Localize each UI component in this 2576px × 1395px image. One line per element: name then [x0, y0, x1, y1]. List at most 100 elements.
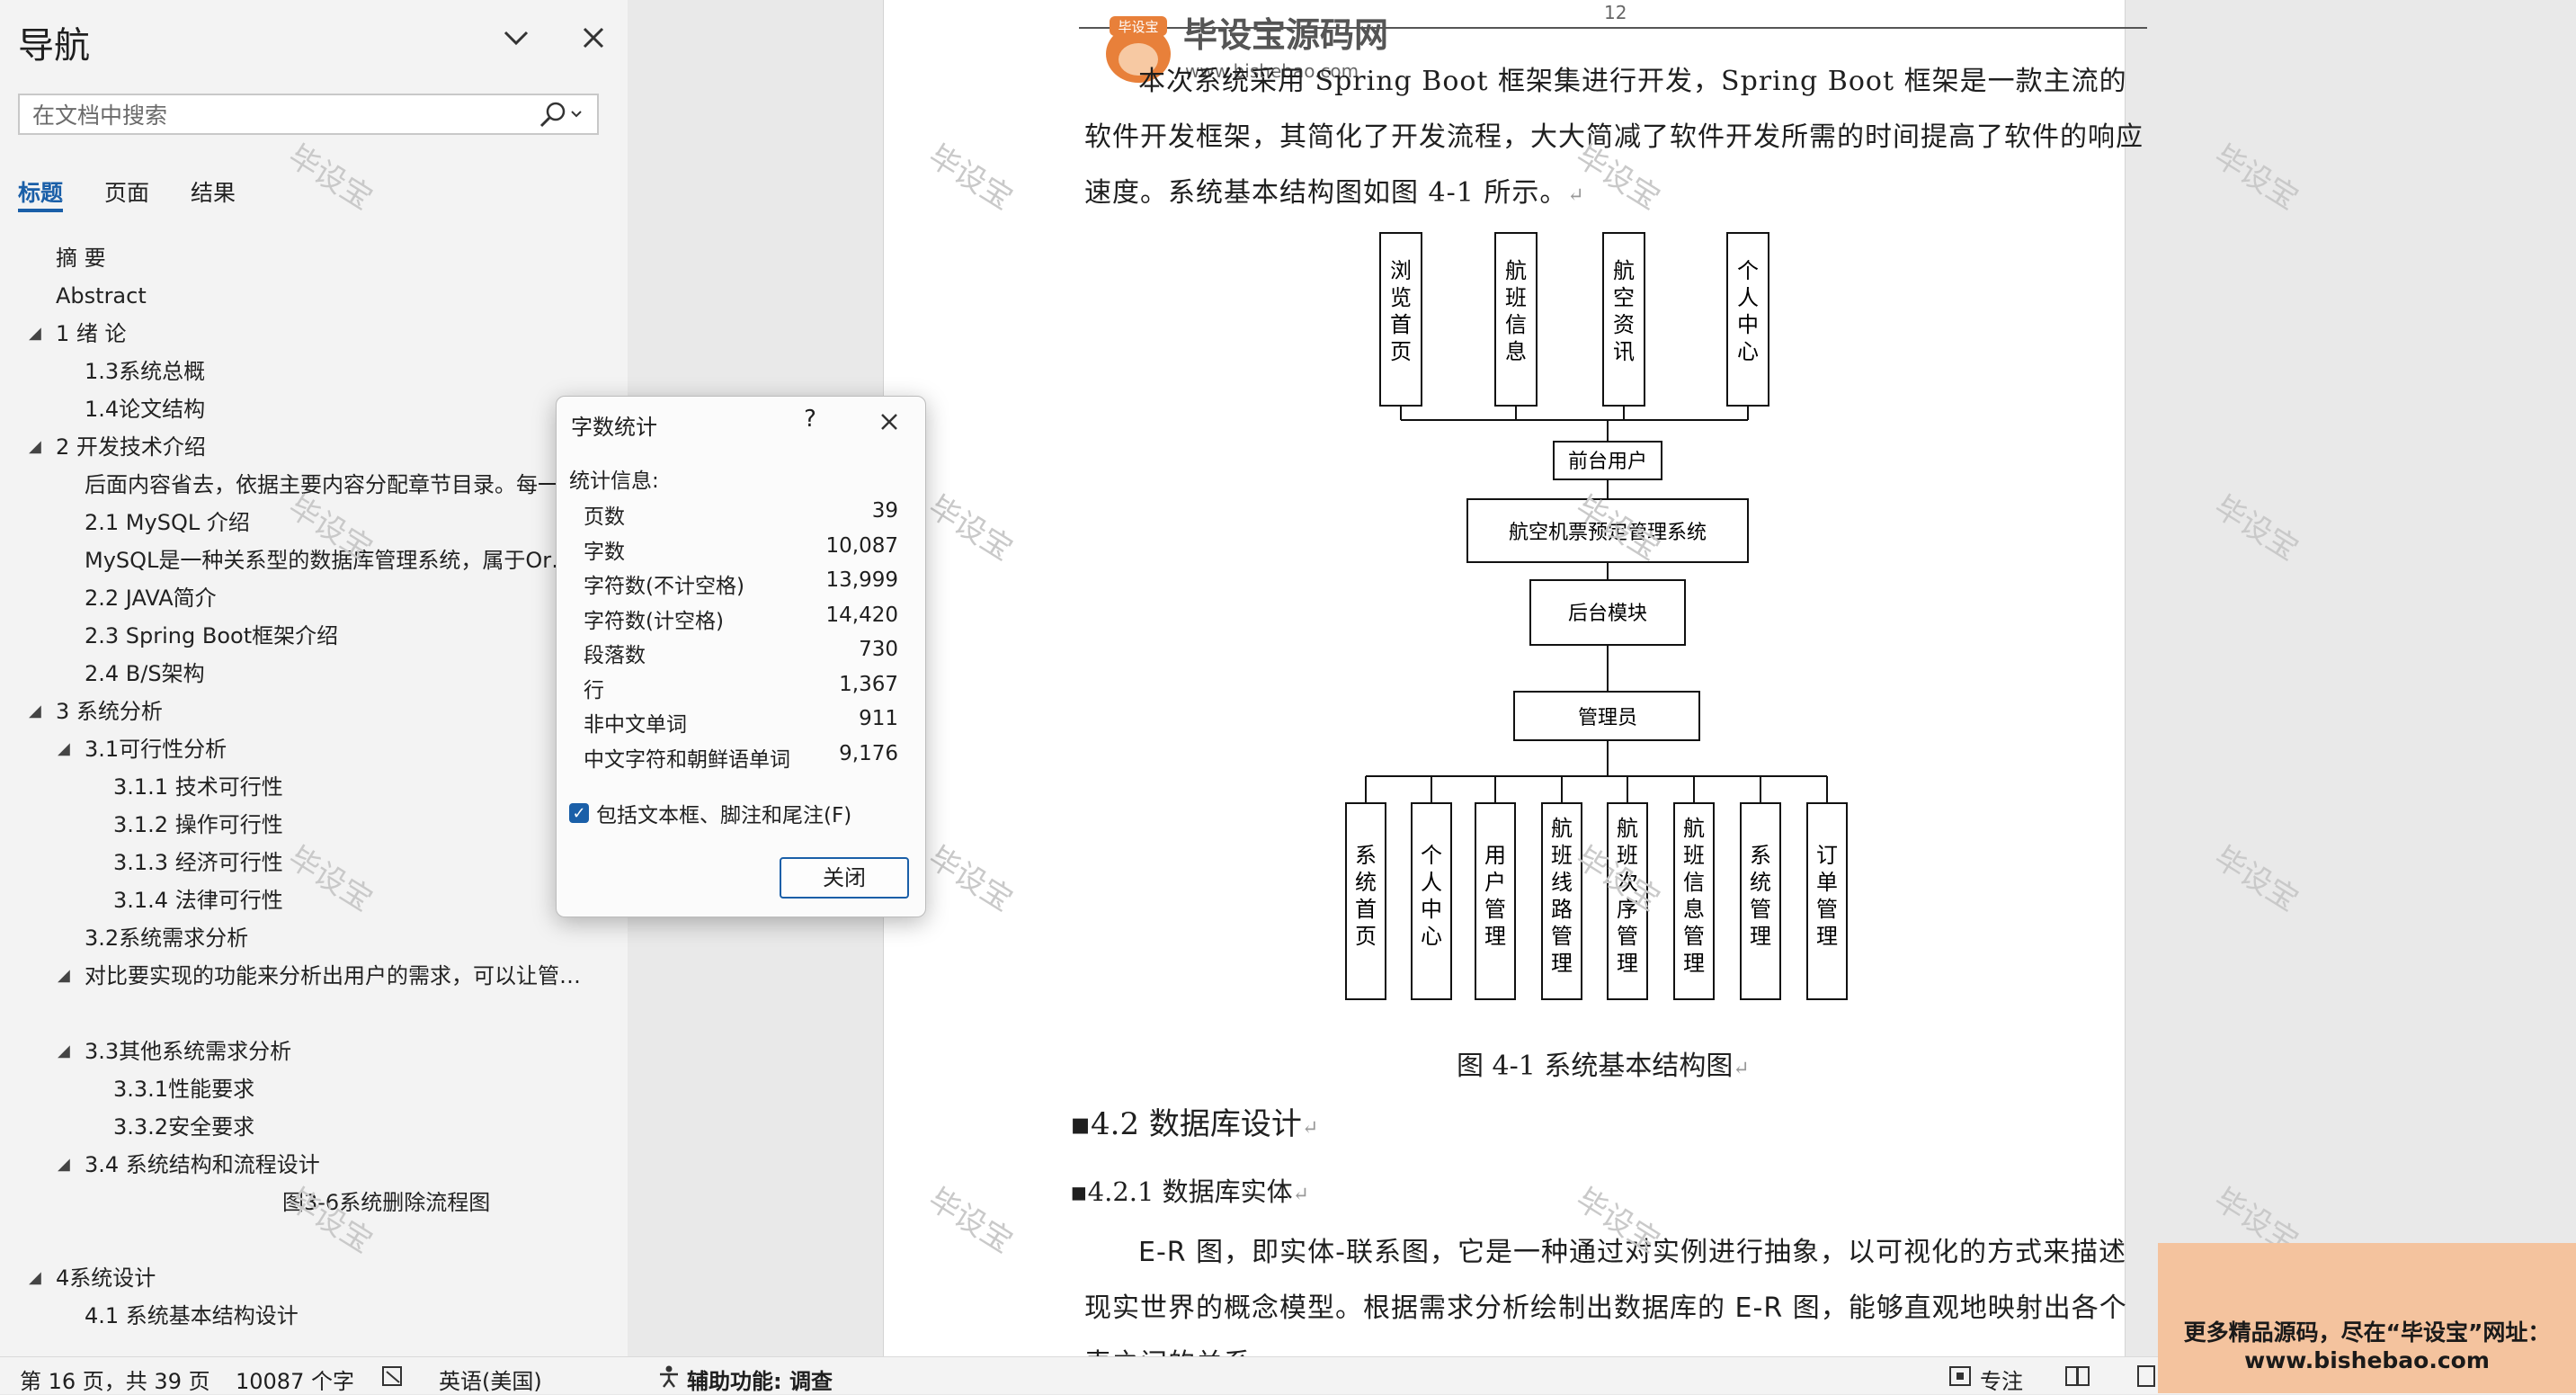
nav-heading-item[interactable]: 3.1.2 操作可行性 [0, 806, 584, 844]
nav-heading-item[interactable]: 摘 要 [0, 239, 584, 277]
nav-heading-item[interactable]: 4.1 系统基本结构设计 [0, 1297, 584, 1335]
expand-toggle-icon[interactable]: ◢ [58, 739, 70, 758]
expand-toggle-icon[interactable]: ◢ [29, 324, 41, 343]
status-accessibility[interactable]: 辅助功能: 调查 [687, 1369, 833, 1394]
stats-key: 中文字符和朝鲜语单词 [584, 747, 790, 772]
nav-heading-item[interactable]: 3.1.3 经济可行性 [0, 844, 584, 881]
status-language[interactable]: 英语(美国) [439, 1369, 542, 1394]
diagram-top-box [1602, 232, 1645, 407]
page-number: 12 [1604, 2, 1627, 23]
nav-heading-item[interactable]: ◢3.1可行性分析 [0, 730, 584, 768]
nav-heading-label: 后面内容省去，依据主要内容分配章节目录。每一 [85, 472, 559, 497]
status-bar: 第 16 页，共 39 页 10087 个字 英语(美国) 辅助功能: 调查 专… [0, 1356, 2576, 1394]
stats-value: 39 [871, 499, 898, 523]
search-icon[interactable] [534, 99, 584, 130]
tab-pages[interactable]: 页面 [104, 180, 150, 206]
heading-4-2-1: ▪4.2.1 数据库实体↵ [1070, 1176, 1310, 1207]
nav-heading-label: 3.1.2 操作可行性 [113, 812, 283, 837]
accessibility-icon[interactable] [656, 1364, 682, 1388]
expand-toggle-icon[interactable]: ◢ [29, 437, 41, 456]
nav-heading-item[interactable]: 2.4 B/S架构 [0, 655, 584, 693]
close-icon[interactable] [871, 406, 907, 438]
expand-toggle-icon[interactable]: ◢ [58, 1042, 70, 1060]
nav-heading-label: 图3-6系统删除流程图 [282, 1190, 491, 1215]
nav-heading-item[interactable]: Abstract [0, 277, 584, 315]
logo-url: www.bishebao.com [1185, 60, 1359, 82]
nav-heading-item[interactable]: 3.3.1性能要求 [0, 1070, 584, 1108]
status-focus[interactable]: 专注 [1980, 1369, 2023, 1394]
expand-toggle-icon[interactable]: ◢ [29, 702, 41, 720]
tab-headings[interactable]: 标题 [18, 180, 64, 206]
stats-key: 字符数(计空格) [584, 609, 724, 633]
document-body[interactable]: 本次系统采用 Spring Boot 框架集进行开发，Spring Boot 框… [1084, 54, 2145, 224]
status-page[interactable]: 第 16 页，共 39 页 [20, 1369, 210, 1394]
promo-line-1: 更多精品源码，尽在“毕设宝”网址： [2183, 1319, 2551, 1346]
diagram-top-box-label: 航班信息 [1505, 258, 1527, 364]
nav-heading-item[interactable]: 1.4论文结构 [0, 390, 584, 428]
nav-heading-item[interactable]: ◢1 绪 论 [0, 315, 584, 353]
document-page[interactable] [883, 0, 2126, 1356]
nav-heading-label: 2 开发技术介绍 [56, 434, 206, 460]
help-icon[interactable]: ? [804, 406, 816, 433]
nav-heading-item[interactable]: ◢3.4 系统结构和流程设计 [0, 1146, 584, 1184]
diagram-bottom-box-label: 航班线路管理 [1551, 816, 1573, 976]
stats-key: 页数 [584, 505, 625, 529]
focus-icon[interactable] [1948, 1364, 1974, 1388]
nav-heading-item[interactable]: 3.3.2安全要求 [0, 1108, 584, 1146]
nav-heading-item[interactable]: 图3-6系统删除流程图 [0, 1184, 584, 1221]
stats-row: 字符数(不计空格)13,999 [584, 568, 898, 603]
figure-caption: 图 4-1 系统基本结构图↵ [1457, 1051, 1750, 1082]
tab-active-indicator [18, 209, 63, 212]
nav-heading-item[interactable]: 1.3系统总概 [0, 353, 584, 390]
print-layout-icon[interactable] [2136, 1364, 2156, 1388]
nav-heading-item[interactable]: ◢ 4系统设计 [0, 1259, 584, 1297]
diagram-bottom-box [1541, 802, 1582, 1000]
nav-heading-label: 3.1.4 法律可行性 [113, 888, 283, 913]
stats-key: 非中文单词 [584, 713, 687, 737]
nav-heading-item[interactable]: ◢ 2 开发技术介绍 [0, 428, 584, 466]
status-words[interactable]: 10087 个字 [236, 1369, 354, 1394]
chevron-down-icon[interactable] [500, 22, 532, 54]
close-icon[interactable] [577, 22, 610, 54]
nav-heading-label: 摘 要 [56, 246, 106, 271]
include-textboxes-checkbox[interactable]: ✓ 包括文本框、脚注和尾注(F) [569, 798, 851, 828]
nav-heading-item[interactable]: 2.1 MySQL 介绍 [0, 504, 584, 541]
diagram-bottom-box [1345, 802, 1386, 1000]
nav-heading-label: MySQL是一种关系型的数据库管理系统，属于Or… [85, 548, 574, 573]
nav-heading-item[interactable]: 3.1.1 技术可行性 [0, 768, 584, 806]
tab-results[interactable]: 结果 [191, 180, 236, 206]
nav-heading-label: 3.3.1性能要求 [113, 1077, 255, 1102]
nav-heading-item[interactable]: 2.3 Spring Boot框架介绍 [0, 617, 584, 655]
nav-heading-label: 1.3系统总概 [85, 359, 206, 384]
dialog-titlebar[interactable]: 字数统计 ? [557, 397, 925, 447]
nav-heading-label: 2.3 Spring Boot框架介绍 [85, 623, 339, 648]
nav-heading-item[interactable]: ◢3.3其他系统需求分析 [0, 1033, 584, 1070]
diagram-bottom-box [1607, 802, 1648, 1000]
nav-heading-item[interactable]: 3.1.4 法律可行性 [0, 881, 584, 919]
expand-toggle-icon[interactable]: ◢ [58, 966, 70, 985]
read-mode-icon[interactable] [2064, 1364, 2091, 1388]
nav-heading-item[interactable]: ◢对比要实现的功能来分析出用户的需求，可以让管… [0, 957, 584, 995]
proofing-icon[interactable] [381, 1364, 406, 1388]
close-button[interactable]: 关闭 [780, 857, 909, 899]
intro-paragraph: 本次系统采用 Spring Boot 框架集进行开发，Spring Boot 框… [1084, 66, 2144, 209]
diagram-bottom-box-label: 用户管理 [1484, 843, 1506, 949]
nav-heading-item[interactable]: MySQL是一种关系型的数据库管理系统，属于Or… [0, 541, 584, 579]
nav-heading-label: 2.1 MySQL 介绍 [85, 510, 250, 535]
search-input[interactable]: 在文档中搜索 [18, 94, 599, 135]
expand-toggle-icon[interactable]: ◢ [29, 1268, 41, 1287]
nav-heading-item[interactable]: 2.2 JAVA简介 [0, 579, 584, 617]
nav-heading-item[interactable]: 3.2系统需求分析 [0, 919, 584, 957]
diagram-backend-box [1529, 579, 1686, 646]
nav-heading-label: 3.1.1 技术可行性 [113, 774, 283, 800]
search-placeholder: 在文档中搜索 [32, 103, 168, 129]
nav-heading-item[interactable]: 后面内容省去，依据主要内容分配章节目录。每一 [0, 466, 584, 504]
nav-heading-item[interactable]: ◢3 系统分析 [0, 693, 584, 730]
nav-heading-label: 3.1.3 经济可行性 [113, 850, 283, 875]
nav-heading-label: 4系统设计 [56, 1265, 156, 1291]
expand-toggle-icon[interactable]: ◢ [58, 1155, 70, 1174]
diagram-front-user-label: 前台用户 [1568, 451, 1647, 473]
checkmark-icon[interactable]: ✓ [569, 803, 589, 823]
